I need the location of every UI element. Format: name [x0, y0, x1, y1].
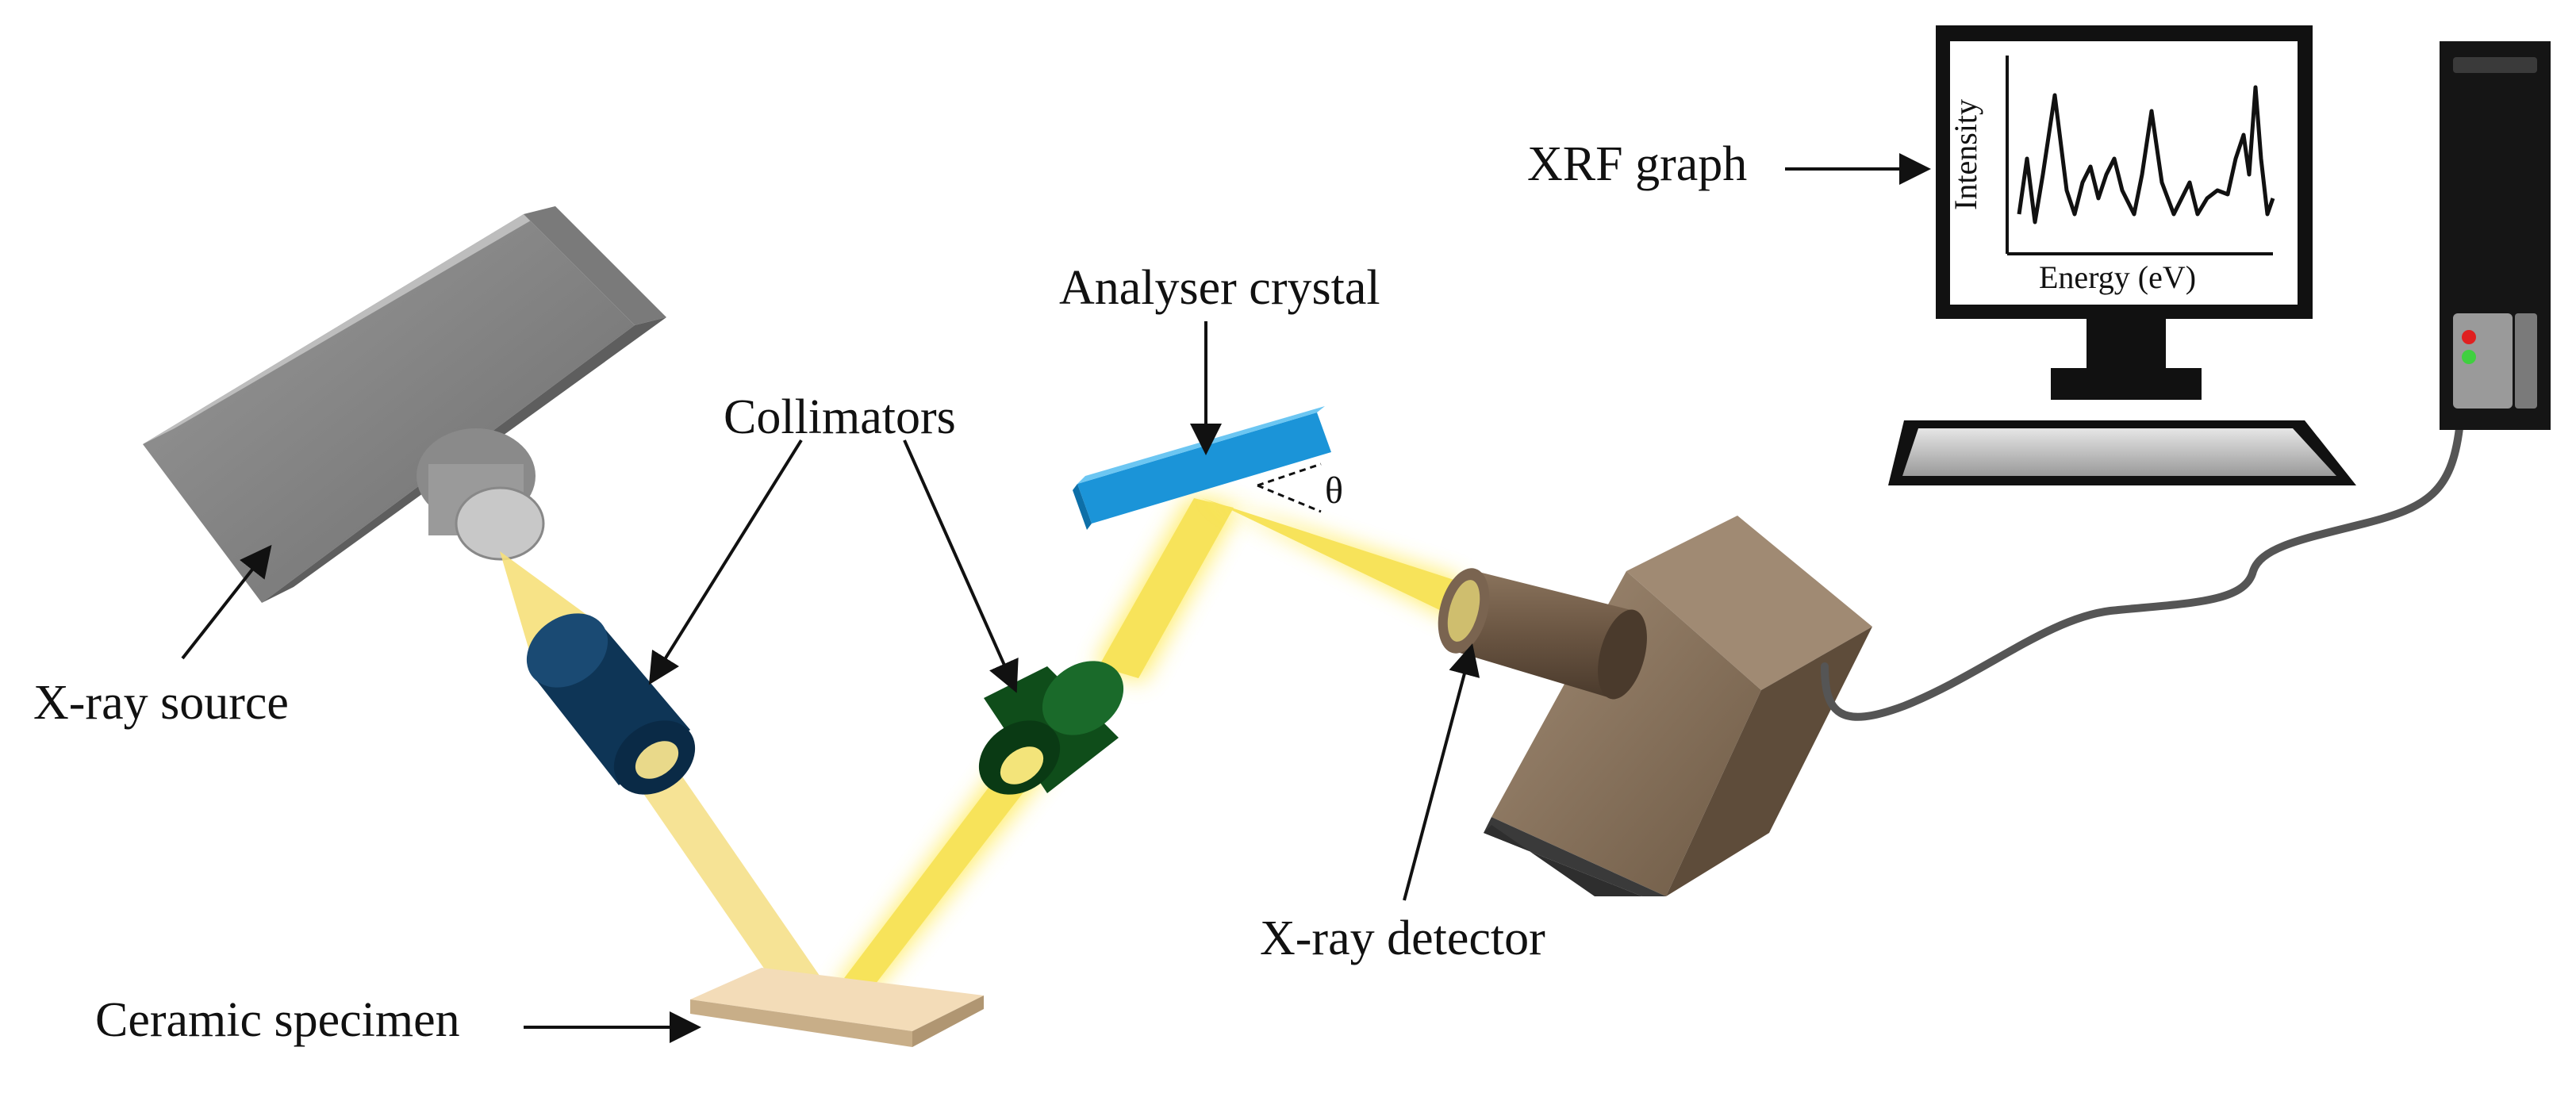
theta-angle-lines: [1257, 462, 1322, 513]
keyboard: [1888, 420, 2356, 485]
label-arrows: [181, 153, 1931, 1043]
spectrum-x-axis-label: Energy (eV): [2039, 259, 2197, 295]
arrow-xray-detector: [1403, 643, 1480, 901]
power-led-red: [2462, 330, 2476, 344]
xray-beam-diffracted: [1198, 496, 1468, 627]
ceramic-specimen: [690, 968, 984, 1047]
monitor: [1936, 25, 2313, 400]
label-collimators: Collimators: [724, 390, 956, 444]
power-led-green: [2462, 350, 2476, 364]
xray-source-nozzle: [417, 428, 545, 561]
label-ceramic-specimen: Ceramic specimen: [95, 993, 460, 1047]
computer-tower: [2440, 41, 2551, 430]
xray-beam-to-crystal: [1095, 496, 1238, 682]
label-xray-detector: X-ray detector: [1260, 911, 1545, 965]
xray-beam-fluorescent: [833, 750, 1055, 992]
arrow-collimator-1: [648, 439, 803, 685]
label-xrf-graph: XRF graph: [1527, 137, 1748, 191]
xray-detector: [1484, 516, 1872, 896]
spectrum-line: [2017, 85, 2275, 224]
collimator-1: [526, 613, 696, 795]
collimator-2: [978, 661, 1124, 795]
label-analyser-crystal: Analyser crystal: [1059, 261, 1380, 315]
xrf-spectrum-plot: [2006, 56, 2275, 255]
label-theta: θ: [1325, 470, 1343, 512]
label-xray-source: X-ray source: [33, 676, 289, 730]
spectrum-y-axis-label: Intensity: [1947, 99, 1983, 210]
data-cable: [1821, 424, 2463, 721]
xray-source: [143, 206, 666, 603]
xray-beam-incident: [627, 754, 825, 999]
arrow-xray-source: [181, 544, 272, 660]
xray-detector-tube: [1438, 568, 1647, 700]
arrow-collimator-2: [903, 439, 1019, 693]
